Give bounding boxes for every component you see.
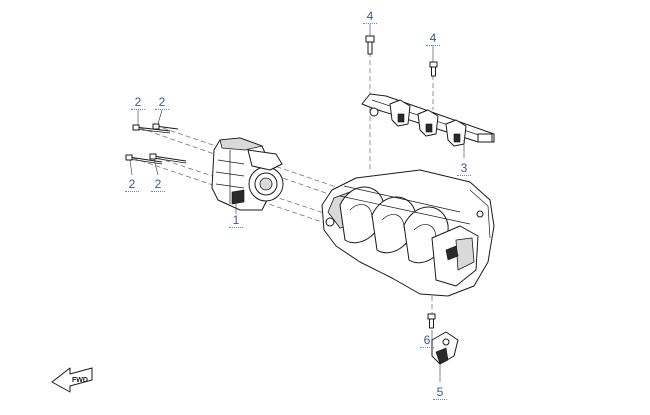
fuel-rail-bolt-4a — [365, 35, 375, 55]
throttle-body — [211, 137, 284, 211]
callout-4-left[interactable]: 4 — [363, 9, 377, 24]
fuel-injectors — [389, 99, 467, 147]
intake-manifold — [321, 169, 495, 297]
forward-arrow-icon: FWD — [51, 367, 93, 393]
callout-2-lower-right[interactable]: 2 — [151, 177, 165, 192]
callout-4-right[interactable]: 4 — [426, 31, 440, 46]
fuel-rail — [361, 93, 495, 147]
fuel-rail-bolt-4b — [429, 61, 438, 77]
map-sensor — [431, 331, 459, 382]
callout-3[interactable]: 3 — [457, 161, 471, 176]
callout-2-lower-left[interactable]: 2 — [125, 177, 139, 192]
callout-1[interactable]: 1 — [229, 213, 243, 228]
bolt-lower-right — [149, 153, 187, 164]
callout-2-upper-left[interactable]: 2 — [131, 95, 145, 110]
callout-2-upper-right[interactable]: 2 — [155, 95, 169, 110]
leader-lines — [129, 24, 465, 340]
throttle-body-bolts — [125, 123, 187, 165]
bolt-lower-left — [125, 154, 163, 165]
bolt-upper-right — [152, 123, 179, 130]
sensor-bolt — [427, 313, 436, 329]
fwd-label: FWD — [72, 377, 88, 384]
callout-6[interactable]: 6 — [420, 333, 434, 348]
callout-5[interactable]: 5 — [433, 385, 447, 400]
